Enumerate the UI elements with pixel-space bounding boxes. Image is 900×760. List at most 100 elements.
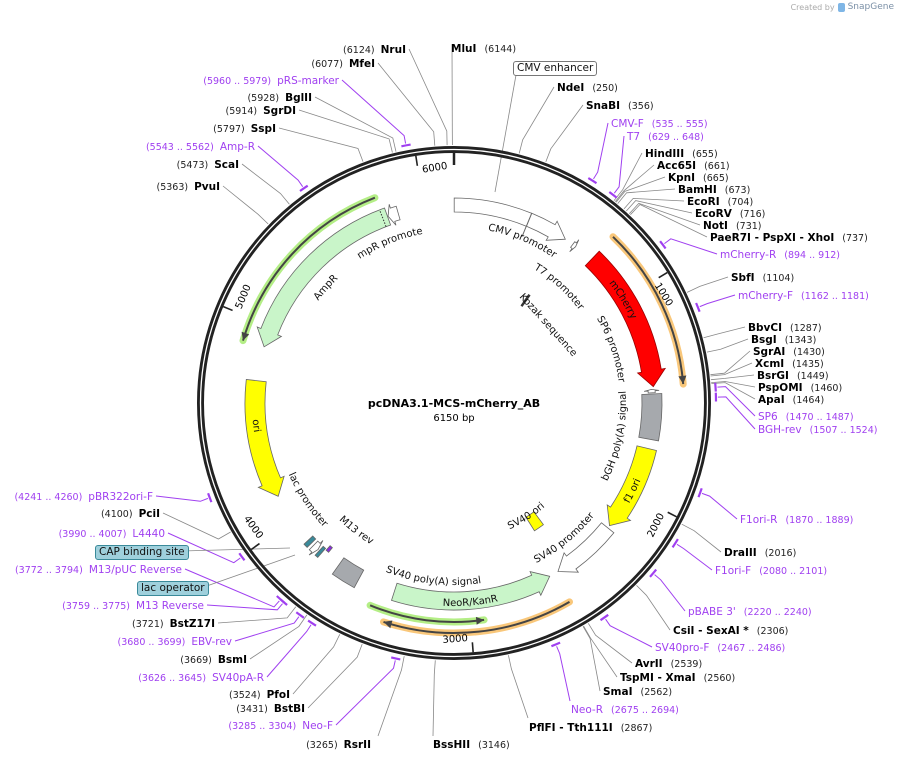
enzyme-site-label[interactable]: BsrGI(1449)	[757, 370, 829, 382]
primer-mark[interactable]	[599, 613, 609, 622]
enzyme-site-label[interactable]: (5914)SgrDI	[226, 105, 296, 117]
primer-mark[interactable]	[401, 143, 411, 148]
enzyme-site-label[interactable]: BamHI(673)	[678, 184, 750, 196]
feature-f1-ori[interactable]	[606, 445, 657, 527]
feature-m13-rev[interactable]	[325, 545, 333, 553]
feature-sv40-ori[interactable]	[525, 511, 544, 532]
enzyme-site-label[interactable]: (5363)PvuI	[156, 181, 220, 193]
enzyme-site-label[interactable]: PspOMI(1460)	[758, 382, 842, 394]
primer-mark[interactable]	[649, 568, 658, 578]
enzyme-site-label[interactable]: TspMI - XmaI(2560)	[620, 672, 735, 684]
primer-label[interactable]: mCherry-F(1162 .. 1181)	[738, 290, 869, 302]
feature-cmv-promoter[interactable]	[525, 212, 566, 241]
primer-label[interactable]: (3759 .. 3775)M13 Reverse	[62, 600, 204, 612]
primer-mark[interactable]	[550, 641, 561, 648]
enzyme-site-label[interactable]: KpnI(665)	[668, 172, 729, 184]
enzyme-site-label[interactable]: HindIII(655)	[645, 148, 718, 160]
enzyme-site-label[interactable]: (3524)PfoI	[229, 689, 290, 701]
feature-sv40-promoter[interactable]	[557, 522, 615, 573]
enzyme-site-label[interactable]: (3431)BstBI	[236, 703, 305, 715]
primer-label[interactable]: T7(629 .. 648)	[626, 131, 704, 143]
feature-bgh-polya[interactable]	[638, 393, 663, 442]
enzyme-site-label[interactable]: AvrII(2539)	[635, 658, 702, 670]
enzyme-site-label[interactable]: SnaBI(356)	[586, 100, 654, 112]
primer-label[interactable]: (5960 .. 5979)pRS-marker	[203, 75, 339, 87]
enzyme-site-label[interactable]: Acc65I(661)	[657, 160, 730, 172]
leader-line	[184, 568, 280, 608]
primer-label[interactable]: pBABE 3'(2220 .. 2240)	[688, 606, 812, 618]
enzyme-site-label[interactable]: PaeR7I - PspXI - XhoI(737)	[710, 232, 868, 244]
feature-cmv-enhancer[interactable]	[453, 197, 533, 227]
primer-mark[interactable]	[238, 552, 246, 561]
enzyme-site-label[interactable]: NotI(731)	[703, 220, 761, 232]
primer-mark[interactable]	[587, 177, 598, 185]
enzyme-site-label[interactable]: MluI(6144)	[451, 43, 516, 55]
primer-label[interactable]: F1ori-R(1870 .. 1889)	[740, 514, 853, 526]
primer-mark[interactable]	[608, 191, 618, 199]
primer-mark[interactable]	[207, 492, 213, 503]
primer-mark[interactable]	[671, 538, 679, 549]
feature-neor[interactable]	[390, 571, 551, 611]
enzyme-site-label[interactable]: (3721)BstZ17I	[132, 618, 215, 630]
feature-lac-operator[interactable]	[314, 545, 327, 558]
enzyme-site-label[interactable]: EcoRV(716)	[695, 208, 765, 220]
primer-mark[interactable]	[390, 656, 401, 661]
feature-ampr-promoter[interactable]	[387, 204, 401, 226]
primer-label[interactable]: (3772 .. 3794)M13/pUC Reverse	[15, 564, 182, 576]
primer-label[interactable]: BGH-rev(1507 .. 1524)	[758, 424, 877, 436]
primer-label[interactable]: CMV-F(535 .. 555)	[611, 118, 708, 130]
enzyme-site-label[interactable]: NdeI(250)	[557, 82, 618, 94]
feature-box-label[interactable]: CMV enhancer	[513, 61, 598, 76]
enzyme-site-label[interactable]: SmaI(2562)	[603, 686, 672, 698]
enzyme-site-label[interactable]: (5473)ScaI	[177, 159, 239, 171]
primer-mark[interactable]	[714, 382, 717, 392]
primer-label[interactable]: (3990 .. 4007)L4440	[59, 528, 165, 540]
primer-mark[interactable]	[695, 302, 701, 313]
feature-ampr[interactable]	[256, 207, 392, 348]
enzyme-site-label[interactable]: (4100)PciI	[101, 508, 160, 520]
primer-mark[interactable]	[697, 487, 703, 498]
feature-lac-promoter[interactable]	[308, 540, 324, 556]
enzyme-site-label[interactable]: SgrAI(1430)	[753, 346, 825, 358]
feature-cap-site[interactable]	[303, 535, 317, 548]
enzyme-site-label[interactable]: (3265)RsrII	[306, 739, 371, 751]
enzyme-site-label[interactable]: (6124)NruI	[343, 44, 406, 56]
primer-label[interactable]: (3680 .. 3699)EBV-rev	[118, 636, 233, 648]
feature-box-label[interactable]: CAP binding site	[95, 545, 189, 560]
feature-sp6-promoter[interactable]	[643, 388, 660, 394]
primer-label[interactable]: mCherry-R(894 .. 912)	[720, 249, 840, 261]
primer-label[interactable]: (3626 .. 3645)SV40pA-R	[138, 672, 264, 684]
enzyme-site-label[interactable]: EcoRI(704)	[687, 196, 753, 208]
primer-label[interactable]: (5543 .. 5562)Amp-R	[146, 141, 255, 153]
primer-mark[interactable]	[307, 619, 317, 627]
primer-label[interactable]: Neo-R(2675 .. 2694)	[571, 704, 679, 716]
enzyme-site-label-position: (1460)	[811, 383, 843, 394]
enzyme-site-label[interactable]: (5797)SspI	[213, 123, 276, 135]
primer-mark[interactable]	[295, 611, 305, 619]
primer-label[interactable]: SP6(1470 .. 1487)	[758, 411, 854, 423]
enzyme-site-label[interactable]: BsgI(1343)	[751, 334, 816, 346]
primer-mark[interactable]	[659, 240, 667, 250]
primer-mark[interactable]	[299, 184, 309, 192]
enzyme-site-label[interactable]: (5928)BglII	[247, 92, 312, 104]
enzyme-site-label[interactable]: PflFI - Tth111I(2867)	[529, 722, 652, 734]
primer-label[interactable]: (4241 .. 4260)pBR322ori-F	[14, 491, 153, 503]
primer-label[interactable]: SV40pro-F(2467 .. 2486)	[655, 642, 785, 654]
enzyme-site-label[interactable]: CsiI - SexAI *(2306)	[673, 625, 788, 637]
enzyme-site-label[interactable]: SbfI(1104)	[731, 272, 794, 284]
primer-label[interactable]: F1ori-F(2080 .. 2101)	[715, 565, 827, 577]
feature-mcherry[interactable]	[584, 250, 667, 388]
enzyme-site-label[interactable]: BssHII(3146)	[433, 739, 510, 751]
feature-t7-promoter[interactable]	[569, 239, 580, 253]
enzyme-site-label[interactable]: DraIII(2016)	[724, 547, 796, 559]
primer-mark[interactable]	[276, 595, 286, 604]
feature-ori[interactable]	[244, 379, 285, 497]
feature-sv40-polya[interactable]	[331, 557, 365, 589]
enzyme-site-label[interactable]: XcmI(1435)	[755, 358, 824, 370]
enzyme-site-label[interactable]: BbvCI(1287)	[748, 322, 822, 334]
enzyme-site-label[interactable]: (3669)BsmI	[180, 654, 247, 666]
primer-label[interactable]: (3285 .. 3304)Neo-F	[228, 720, 333, 732]
enzyme-site-label[interactable]: ApaI(1464)	[758, 394, 824, 406]
feature-box-label[interactable]: lac operator	[137, 581, 209, 596]
enzyme-site-label[interactable]: (6077)MfeI	[311, 58, 375, 70]
